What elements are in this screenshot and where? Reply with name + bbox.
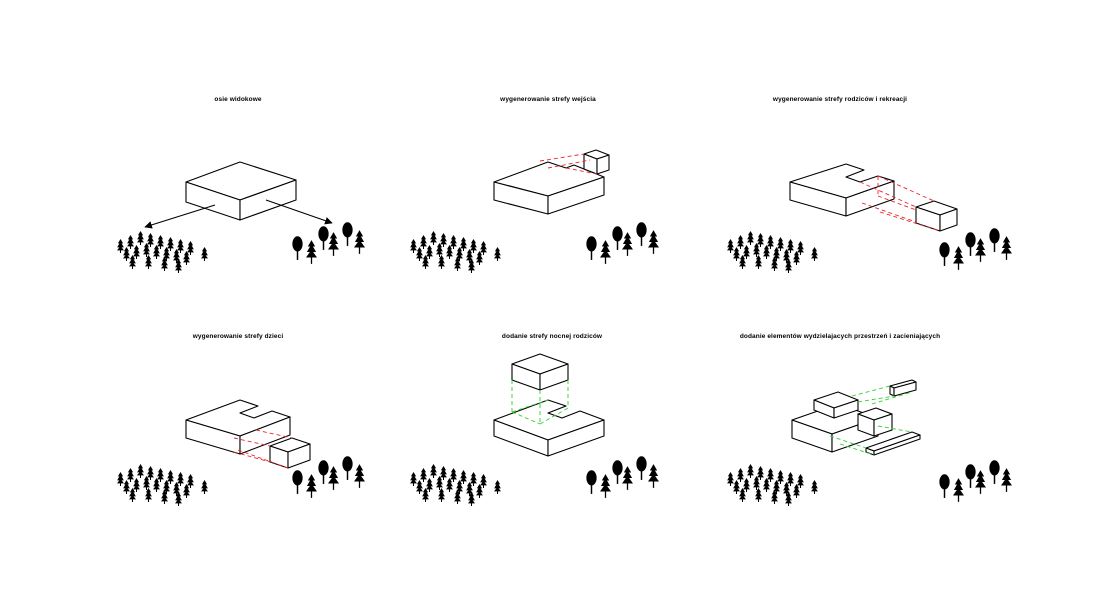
projection-lines — [539, 153, 598, 175]
projection-lines — [859, 175, 941, 232]
view-axis-left-arrow-icon — [144, 204, 216, 229]
side-box — [857, 407, 893, 437]
parents-zone-box — [915, 200, 958, 232]
upper-box — [813, 391, 859, 419]
deciduous-tree-icon — [939, 460, 1012, 502]
panel-title-1: osie widokowe — [214, 96, 262, 103]
panel-5 — [410, 353, 659, 506]
panel-title-3: wygenerowanie strefy rodziców i rekreacj… — [772, 96, 908, 103]
conifer-grove-icon — [117, 231, 208, 273]
projection-lines — [233, 429, 293, 469]
conifer-grove-icon — [117, 464, 208, 506]
deciduous-tree-icon — [586, 456, 659, 498]
parents-night-box — [511, 353, 569, 391]
deciduous-tree-icon — [292, 222, 365, 264]
conifer-grove-icon — [727, 231, 818, 273]
panel-title-5: dodanie strefy nocnej rodziców — [501, 333, 603, 340]
panel-title-2: wygenerowanie strefy wejścia — [500, 96, 596, 103]
pergola — [865, 431, 921, 456]
building-volume — [493, 161, 605, 215]
shading-canopy — [889, 379, 917, 397]
entrance-box — [583, 149, 610, 175]
panel-3 — [727, 163, 1012, 273]
panel-1 — [117, 161, 365, 273]
conifer-grove-icon — [727, 464, 818, 506]
building-volume — [493, 399, 605, 457]
panel-title-6: dodanie elementów wydzielajacych przestr… — [739, 333, 941, 340]
building-volume — [789, 163, 895, 217]
panel-title-4: wygenerowanie strefy dzieci — [192, 333, 284, 340]
conifer-grove-icon — [410, 464, 501, 506]
projection-lines — [511, 380, 569, 425]
projection-lines — [829, 385, 913, 456]
view-axis-right-arrow-icon — [265, 199, 333, 225]
children-zone-box — [269, 437, 311, 469]
building-volume — [185, 399, 291, 455]
deciduous-tree-icon — [939, 228, 1012, 270]
deciduous-tree-icon — [586, 222, 659, 264]
conifer-grove-icon — [410, 231, 501, 273]
panel-2 — [410, 149, 659, 273]
building-volume — [185, 161, 297, 221]
panel-6 — [727, 379, 1012, 506]
panel-4 — [117, 399, 365, 506]
